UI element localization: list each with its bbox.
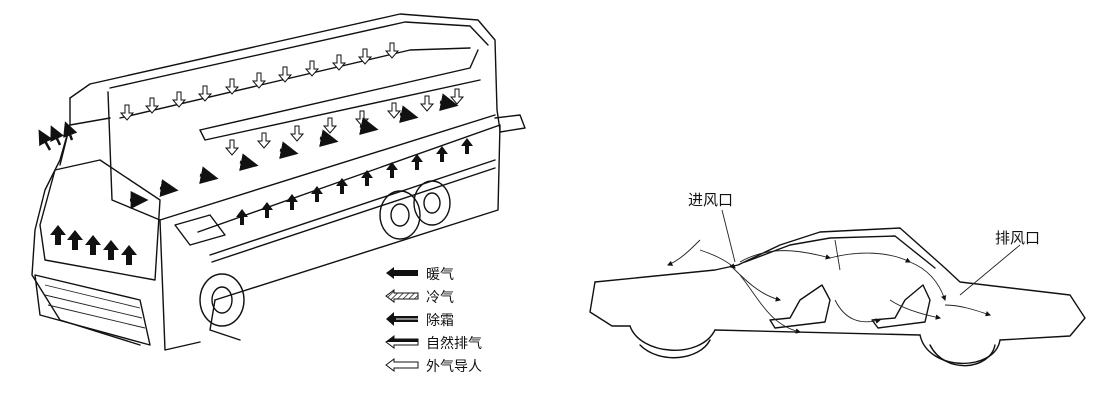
- legend: 暖气 冷气 除霜 自然排气 外气导人: [385, 267, 482, 375]
- car-airflow: [667, 239, 992, 334]
- rear-wheel-1: [379, 190, 421, 240]
- front-wheel: [199, 273, 245, 327]
- legend-item-outside-air: 外气导人: [385, 358, 482, 375]
- legend-label: 自然排气: [426, 335, 482, 352]
- legend-item-heating: 暖气: [386, 267, 454, 283]
- legend-item-cooling: 冷气: [385, 289, 454, 306]
- legend-item-defrost: 除霜: [386, 312, 454, 329]
- rear-wheel-2: [413, 180, 451, 226]
- exhaust-label: 排风口: [995, 229, 1040, 247]
- legend-item-natural-exhaust: 自然排气: [385, 335, 482, 352]
- front-exhaust-arrows: [38, 121, 78, 151]
- legend-label: 除霜: [426, 313, 454, 329]
- car-illustration: 进风口 排风口: [589, 191, 1086, 367]
- legend-label: 暖气: [426, 267, 454, 283]
- windshield-arrows: [50, 225, 137, 265]
- intake-leader: [721, 209, 736, 263]
- bus-illustration: [31, 13, 526, 351]
- legend-label: 冷气: [426, 290, 454, 306]
- intake-label: 进风口: [688, 191, 733, 209]
- floor-heat-arrows: [236, 138, 473, 225]
- roof-outline-arrows: [119, 42, 465, 156]
- exhaust-leader: [959, 244, 1021, 296]
- window-defrost-arrows: [130, 93, 459, 209]
- legend-label: 外气导人: [426, 359, 482, 375]
